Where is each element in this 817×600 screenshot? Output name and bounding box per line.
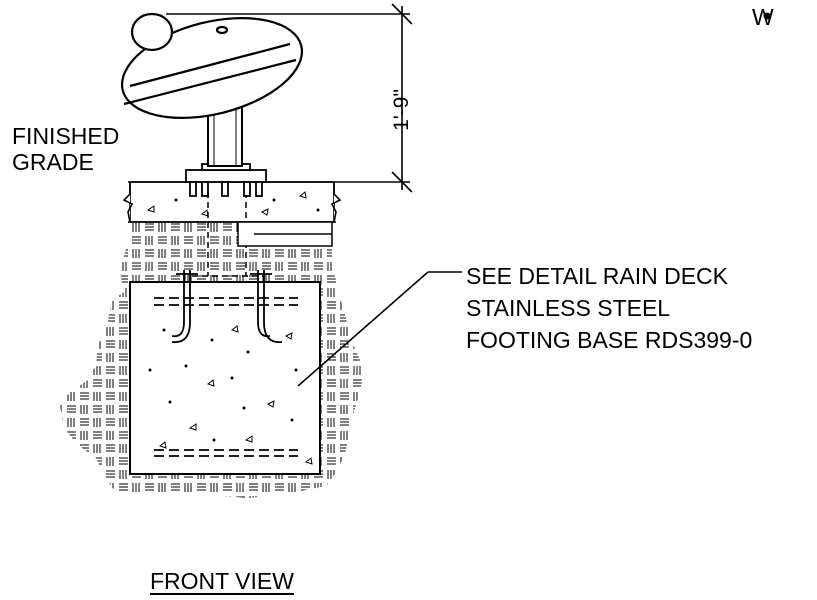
bullet-item-text: W: [752, 4, 774, 30]
finished-grade-line-2: GRADE: [12, 149, 94, 175]
footing-callout: SEE DETAIL RAIN DECK STAINLESS STEEL FOO…: [466, 260, 752, 356]
callout-leader: [297, 271, 429, 387]
bullet-dot: [763, 12, 771, 20]
dimension-lines: [166, 3, 413, 193]
concrete-slab: [122, 181, 342, 223]
concrete-specks: [146, 191, 320, 465]
finished-grade-label: FINISHED GRADE: [12, 123, 119, 175]
finished-grade-line-1: FINISHED: [12, 123, 120, 149]
height-dimension-label: 1'-9": [390, 89, 413, 131]
spray-head: [120, 12, 304, 119]
callout-line-3: FOOTING BASE RDS399-0: [466, 327, 753, 353]
footing-block: [129, 281, 321, 475]
rebar: [154, 297, 298, 457]
view-title: FRONT VIEW: [150, 568, 294, 594]
anchor-bolts: [171, 270, 283, 344]
callout-line-2: STAINLESS STEEL: [466, 295, 671, 321]
callout-line-1: SEE DETAIL RAIN DECK: [466, 263, 729, 289]
conduit: [237, 221, 333, 247]
